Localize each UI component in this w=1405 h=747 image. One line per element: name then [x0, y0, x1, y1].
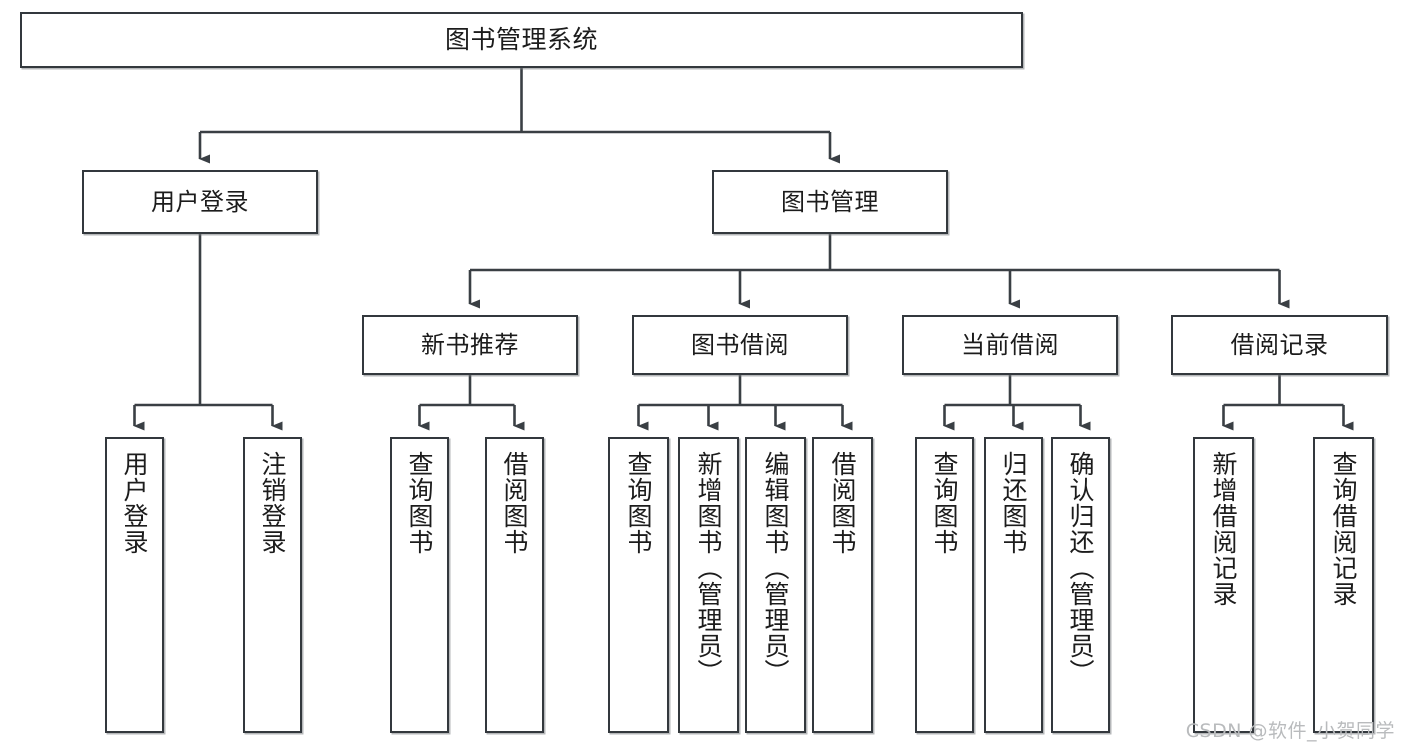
node-label: 借阅图书	[500, 451, 529, 555]
node-label: 用户登录	[151, 187, 249, 216]
node-label: 查询借阅记录	[1329, 451, 1358, 607]
node-leaf-query-book-3[interactable]: 查询图书	[915, 437, 974, 733]
node-user-login[interactable]: 用户登录	[82, 170, 318, 234]
node-label: 新增借阅记录	[1209, 451, 1238, 607]
node-leaf-edit-book[interactable]: 编辑图书（管理员）	[745, 437, 806, 733]
node-leaf-add-record[interactable]: 新增借阅记录	[1193, 437, 1254, 733]
node-leaf-logout[interactable]: 注销登录	[243, 437, 302, 733]
node-leaf-query-book-1[interactable]: 查询图书	[390, 437, 449, 733]
node-label: 注销登录	[258, 451, 287, 555]
node-root[interactable]: 图书管理系统	[20, 12, 1023, 68]
node-book-manage[interactable]: 图书管理	[712, 170, 948, 234]
node-label: 新书推荐	[421, 330, 519, 359]
node-label: 确认归还（管理员）	[1066, 451, 1095, 685]
node-leaf-confirm-return[interactable]: 确认归还（管理员）	[1051, 437, 1110, 733]
node-new-book-recommend[interactable]: 新书推荐	[362, 315, 578, 375]
node-label: 编辑图书（管理员）	[761, 451, 790, 685]
node-leaf-return-book[interactable]: 归还图书	[984, 437, 1043, 733]
node-label: 当前借阅	[961, 330, 1059, 359]
node-label: 查询图书	[930, 451, 959, 555]
node-borrow-record[interactable]: 借阅记录	[1171, 315, 1388, 375]
node-label: 新增图书（管理员）	[694, 451, 723, 685]
watermark: CSDN @软件_小贺同学	[1185, 720, 1395, 742]
node-leaf-borrow-book-2[interactable]: 借阅图书	[812, 437, 873, 733]
node-label: 归还图书	[999, 451, 1028, 555]
node-label: 用户登录	[120, 451, 149, 555]
node-label: 图书借阅	[691, 330, 789, 359]
node-label: 图书管理系统	[444, 25, 598, 54]
node-leaf-borrow-book-1[interactable]: 借阅图书	[485, 437, 544, 733]
node-label: 图书管理	[781, 187, 879, 216]
node-label: 借阅记录	[1230, 330, 1329, 359]
node-label: 借阅图书	[828, 451, 857, 555]
node-leaf-query-record[interactable]: 查询借阅记录	[1313, 437, 1374, 733]
node-book-borrow[interactable]: 图书借阅	[632, 315, 848, 375]
node-leaf-add-book[interactable]: 新增图书（管理员）	[678, 437, 739, 733]
node-current-borrow[interactable]: 当前借阅	[902, 315, 1118, 375]
node-leaf-user-login[interactable]: 用户登录	[105, 437, 164, 733]
node-label: 查询图书	[405, 451, 434, 555]
node-label: 查询图书	[624, 451, 653, 555]
node-leaf-query-book-2[interactable]: 查询图书	[608, 437, 669, 733]
